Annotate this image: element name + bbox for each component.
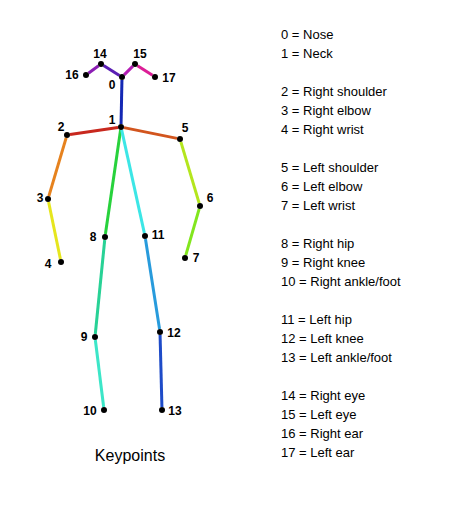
skeleton-limb xyxy=(88,66,98,73)
keypoint-dot: 16 xyxy=(83,72,89,78)
keypoint-dot: 15 xyxy=(132,61,138,67)
keypoint-dot: 5 xyxy=(177,136,183,142)
skeleton-limb xyxy=(49,138,66,196)
keypoint-number: 1 xyxy=(109,114,116,126)
keypoint-dot: 17 xyxy=(152,74,158,80)
keypoint-name: 3 = Right elbow xyxy=(281,103,371,119)
skeleton-limb xyxy=(124,128,177,139)
skeleton-limb xyxy=(49,202,61,259)
keypoint-name: 16 = Right ear xyxy=(281,426,363,442)
keypoint-number: 10 xyxy=(83,405,96,417)
keypoint-dot: 11 xyxy=(142,233,148,239)
skeleton-limb xyxy=(124,66,133,75)
keypoint-dot: 13 xyxy=(159,407,165,413)
skeleton-limb xyxy=(138,66,153,76)
skeleton-limb xyxy=(120,80,124,124)
keypoint-dot: 8 xyxy=(102,234,108,240)
skeleton-limb xyxy=(105,130,120,234)
keypoint-dot: 2 xyxy=(64,132,70,138)
diagram-caption: Keypoints xyxy=(95,446,165,466)
keypoint-number: 3 xyxy=(37,192,44,204)
keypoint-name: 7 = Left wrist xyxy=(281,198,355,214)
keypoint-number: 17 xyxy=(162,72,175,84)
keypoint-dot: 9 xyxy=(92,334,98,340)
skeleton-limb xyxy=(104,66,120,76)
keypoint-name: 17 = Left ear xyxy=(281,445,354,461)
skeleton-limb xyxy=(145,239,159,329)
keypoint-number: 4 xyxy=(45,258,52,270)
keypoint-number: 15 xyxy=(133,48,146,60)
skeleton-limb xyxy=(122,130,145,233)
keypoint-number: 11 xyxy=(152,229,165,241)
keypoint-name: 2 = Right shoulder xyxy=(281,84,387,100)
keypoint-name: 5 = Left shoulder xyxy=(281,160,378,176)
keypoint-number: 6 xyxy=(207,192,214,204)
keypoint-number: 7 xyxy=(193,252,200,264)
keypoint-number: 16 xyxy=(65,69,78,81)
keypoint-dot: 3 xyxy=(45,196,51,202)
keypoint-name: 14 = Right eye xyxy=(281,388,365,404)
keypoint-name: 13 = Left ankle/foot xyxy=(281,350,392,366)
keypoint-name: 4 = Right wrist xyxy=(281,122,364,138)
keypoint-name: 8 = Right hip xyxy=(281,236,354,252)
keypoint-number: 8 xyxy=(90,231,97,243)
keypoint-name: 12 = Left knee xyxy=(281,331,364,347)
keypoint-number: 5 xyxy=(182,122,189,134)
keypoint-number: 12 xyxy=(167,327,180,339)
keypoint-dot: 0 xyxy=(119,74,125,80)
keypoint-name: 15 = Left eye xyxy=(281,407,357,423)
keypoint-number: 13 xyxy=(168,405,181,417)
keypoint-number: 14 xyxy=(93,48,106,60)
keypoint-number: 0 xyxy=(109,79,116,91)
keypoint-name: 1 = Neck xyxy=(281,46,333,62)
keypoint-dot: 1 xyxy=(118,124,124,130)
skeleton-limb xyxy=(181,142,199,203)
keypoint-name: 10 = Right ankle/foot xyxy=(281,274,401,290)
keypoint-dot: 12 xyxy=(157,329,163,335)
skeleton-limb xyxy=(95,240,104,334)
keypoint-dot: 10 xyxy=(101,407,107,413)
keypoint-number: 2 xyxy=(58,121,65,133)
keypoint-name: 9 = Right knee xyxy=(281,255,365,271)
skeleton-limb xyxy=(186,209,199,255)
keypoint-name: 6 = Left elbow xyxy=(281,179,362,195)
keypoint-dot: 14 xyxy=(98,61,104,67)
skeleton-limb xyxy=(95,340,103,407)
skeleton-limb xyxy=(160,335,162,407)
keypoint-number: 9 xyxy=(81,331,88,343)
keypoint-dot: 7 xyxy=(182,255,188,261)
skeleton-limb xyxy=(70,127,118,134)
keypoint-name: 0 = Nose xyxy=(281,27,333,43)
keypoint-dot: 4 xyxy=(58,259,64,265)
keypoint-name: 11 = Left hip xyxy=(281,312,352,328)
keypoint-dot: 6 xyxy=(197,203,203,209)
